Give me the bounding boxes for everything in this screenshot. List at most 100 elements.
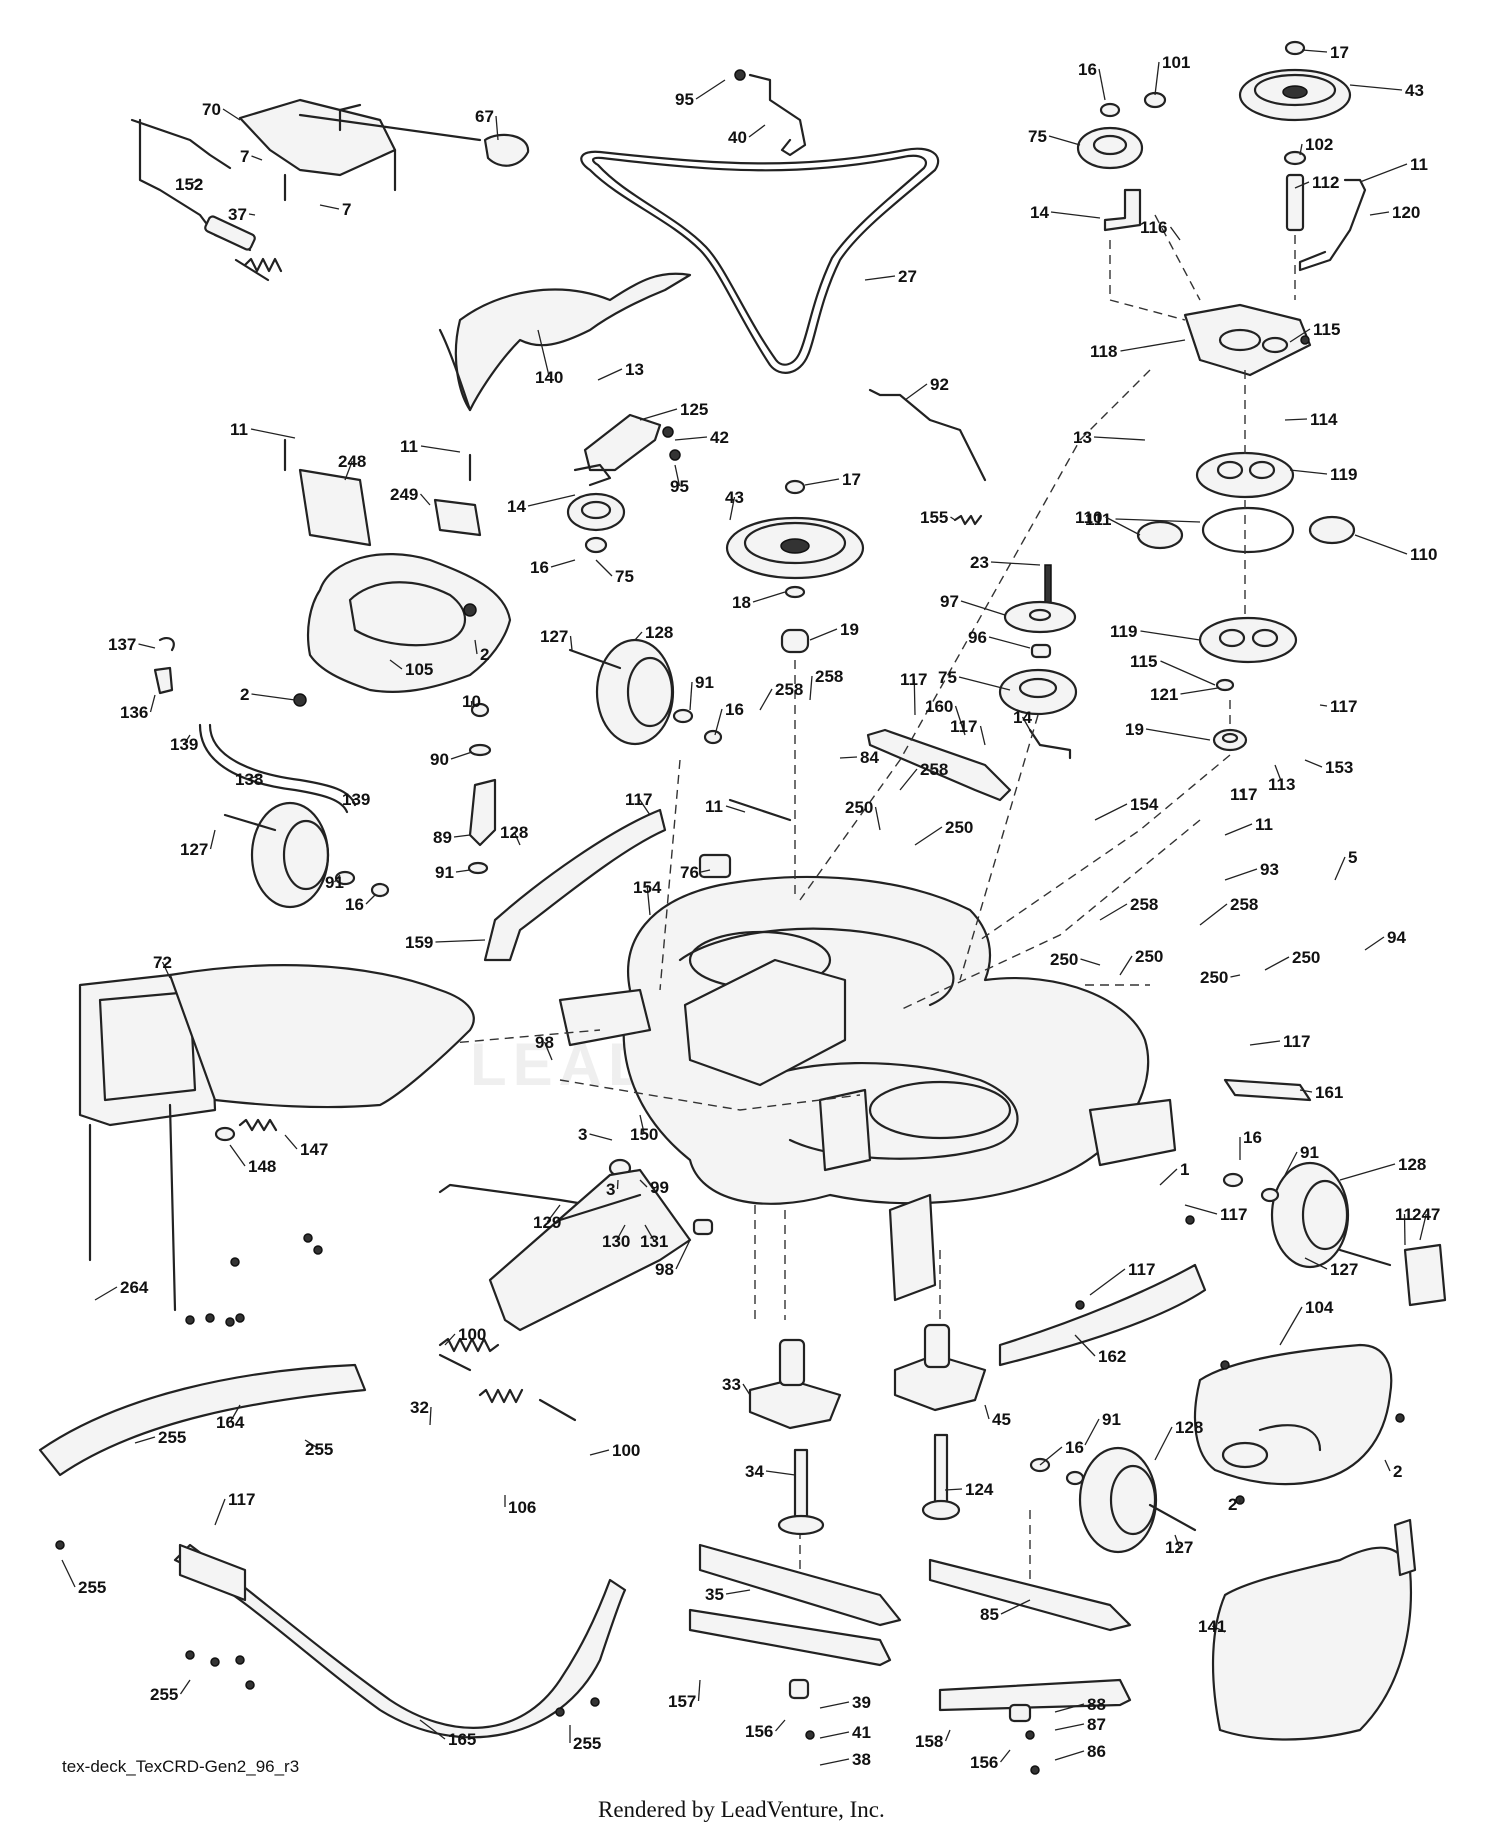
callout-leader-line bbox=[742, 1383, 751, 1396]
mower-deck-housing-1 bbox=[558, 798, 1177, 1302]
callout-leader-line bbox=[569, 635, 573, 651]
part-number-label: 250 bbox=[1200, 968, 1228, 987]
part-number-label: 119 bbox=[1330, 465, 1357, 484]
part-number-label: 85 bbox=[980, 1605, 999, 1624]
part-callout: 127 bbox=[1165, 1534, 1193, 1557]
part-callout: 140 bbox=[535, 329, 563, 387]
part-number-label: 250 bbox=[845, 798, 873, 817]
part-callout: 14 bbox=[1013, 708, 1032, 731]
part-callout: 7 bbox=[240, 147, 263, 166]
part-callout: 90 bbox=[430, 750, 473, 769]
callout-leader-line bbox=[1093, 436, 1146, 441]
callout-leader-line bbox=[183, 734, 191, 745]
part-number-label: 100 bbox=[612, 1441, 640, 1460]
part-callout: 101 bbox=[1154, 53, 1190, 96]
callout-leader-line bbox=[990, 561, 1041, 566]
callout-leader-line bbox=[954, 705, 966, 736]
part-callout: 127 bbox=[1304, 1257, 1358, 1279]
part-callout: 95 bbox=[675, 79, 726, 109]
part-callout: 16 bbox=[1239, 1128, 1262, 1160]
callout-leader-line bbox=[1048, 135, 1081, 146]
part-number-label: 104 bbox=[1305, 1298, 1334, 1317]
part-number-label: 39 bbox=[852, 1693, 871, 1712]
callout-leader-line bbox=[1080, 958, 1101, 966]
part-number-label: 91 bbox=[325, 873, 344, 892]
part-callout: 156 bbox=[745, 1719, 786, 1741]
callout-leader-line bbox=[960, 600, 1006, 616]
part-callout: 113 bbox=[1268, 764, 1295, 794]
callout-leader-line bbox=[634, 631, 643, 641]
part-number-label: 16 bbox=[725, 700, 744, 719]
part-number-label: 87 bbox=[1087, 1715, 1106, 1734]
chute-cover-105 bbox=[293, 553, 512, 707]
callout-leader-line bbox=[319, 204, 340, 210]
part-callout: 23 bbox=[970, 553, 1041, 572]
callout-leader-line bbox=[1224, 823, 1253, 836]
part-number-label: 18 bbox=[732, 593, 751, 612]
part-callout: 117 bbox=[1184, 1204, 1247, 1224]
callout-leader-line bbox=[1264, 956, 1290, 971]
part-callout: 250 bbox=[845, 798, 881, 831]
part-callout: 102 bbox=[1299, 135, 1333, 156]
part-callout: 87 bbox=[1054, 1715, 1106, 1734]
part-callout: 2 bbox=[1384, 1459, 1402, 1481]
part-callout: 118 bbox=[1090, 339, 1186, 361]
callout-leader-line bbox=[639, 408, 678, 421]
part-number-label: 23 bbox=[970, 553, 989, 572]
part-callout: 17 bbox=[1301, 43, 1349, 62]
part-callout: 38 bbox=[819, 1750, 871, 1769]
callout-leader-line bbox=[748, 124, 766, 138]
part-callout: 117 bbox=[1319, 697, 1357, 716]
callout-leader-line bbox=[444, 1333, 456, 1346]
part-callout: 11 bbox=[230, 420, 296, 439]
part-number-label: 3 bbox=[578, 1125, 587, 1144]
callout-leader-line bbox=[646, 886, 651, 916]
callout-leader-line bbox=[251, 155, 263, 161]
callout-leader-line bbox=[138, 643, 156, 649]
callout-leader-line bbox=[94, 1286, 118, 1301]
callout-leader-line bbox=[455, 869, 471, 873]
part-callout: 67 bbox=[475, 107, 499, 141]
part-number-label: 250 bbox=[1135, 947, 1163, 966]
part-number-label: 38 bbox=[852, 1750, 871, 1769]
part-number-label: 2 bbox=[240, 685, 249, 704]
part-number-label: 128 bbox=[645, 623, 673, 642]
part-callout: 105 bbox=[389, 659, 433, 679]
part-callout: 119 bbox=[1110, 622, 1201, 641]
part-callout: 160 bbox=[925, 697, 966, 736]
part-callout: 100 bbox=[444, 1325, 486, 1346]
part-callout: 11 bbox=[400, 437, 461, 456]
part-number-label: 93 bbox=[1260, 860, 1279, 879]
gauge-wheel-left-top bbox=[568, 638, 723, 746]
part-number-label: 19 bbox=[1125, 720, 1144, 739]
part-callout: 14 bbox=[507, 494, 576, 516]
part-number-label: 37 bbox=[228, 205, 247, 224]
part-number-label: 113 bbox=[1268, 775, 1295, 794]
part-callout: 3 bbox=[578, 1125, 613, 1144]
callout-leader-line bbox=[1419, 1213, 1427, 1241]
part-callout: 45 bbox=[984, 1404, 1011, 1429]
callout-leader-line bbox=[674, 464, 681, 487]
part-callout: 138 bbox=[235, 770, 263, 789]
part-callout: 121 bbox=[1150, 685, 1219, 704]
part-callout: 153 bbox=[1304, 758, 1353, 777]
part-callout: 11 bbox=[705, 797, 746, 816]
part-callout: 117 bbox=[1230, 785, 1257, 804]
callout-leader-line bbox=[513, 831, 521, 846]
callout-leader-line bbox=[209, 829, 216, 850]
lift-linkage-assembly bbox=[130, 98, 530, 282]
part-callout: 16 bbox=[1078, 60, 1106, 101]
callout-leader-line bbox=[1054, 1703, 1085, 1713]
part-number-label: 156 bbox=[970, 1753, 998, 1772]
callout-leader-line bbox=[419, 1719, 446, 1740]
part-callout: 128 bbox=[1339, 1155, 1426, 1181]
part-number-label: 88 bbox=[1087, 1695, 1106, 1714]
part-number-label: 16 bbox=[345, 895, 364, 914]
part-callout: 16 bbox=[530, 558, 576, 577]
callout-leader-line bbox=[1039, 1446, 1063, 1466]
part-callout: 158 bbox=[915, 1729, 951, 1751]
part-callout: 84 bbox=[839, 748, 879, 767]
part-callout: 106 bbox=[504, 1495, 536, 1517]
